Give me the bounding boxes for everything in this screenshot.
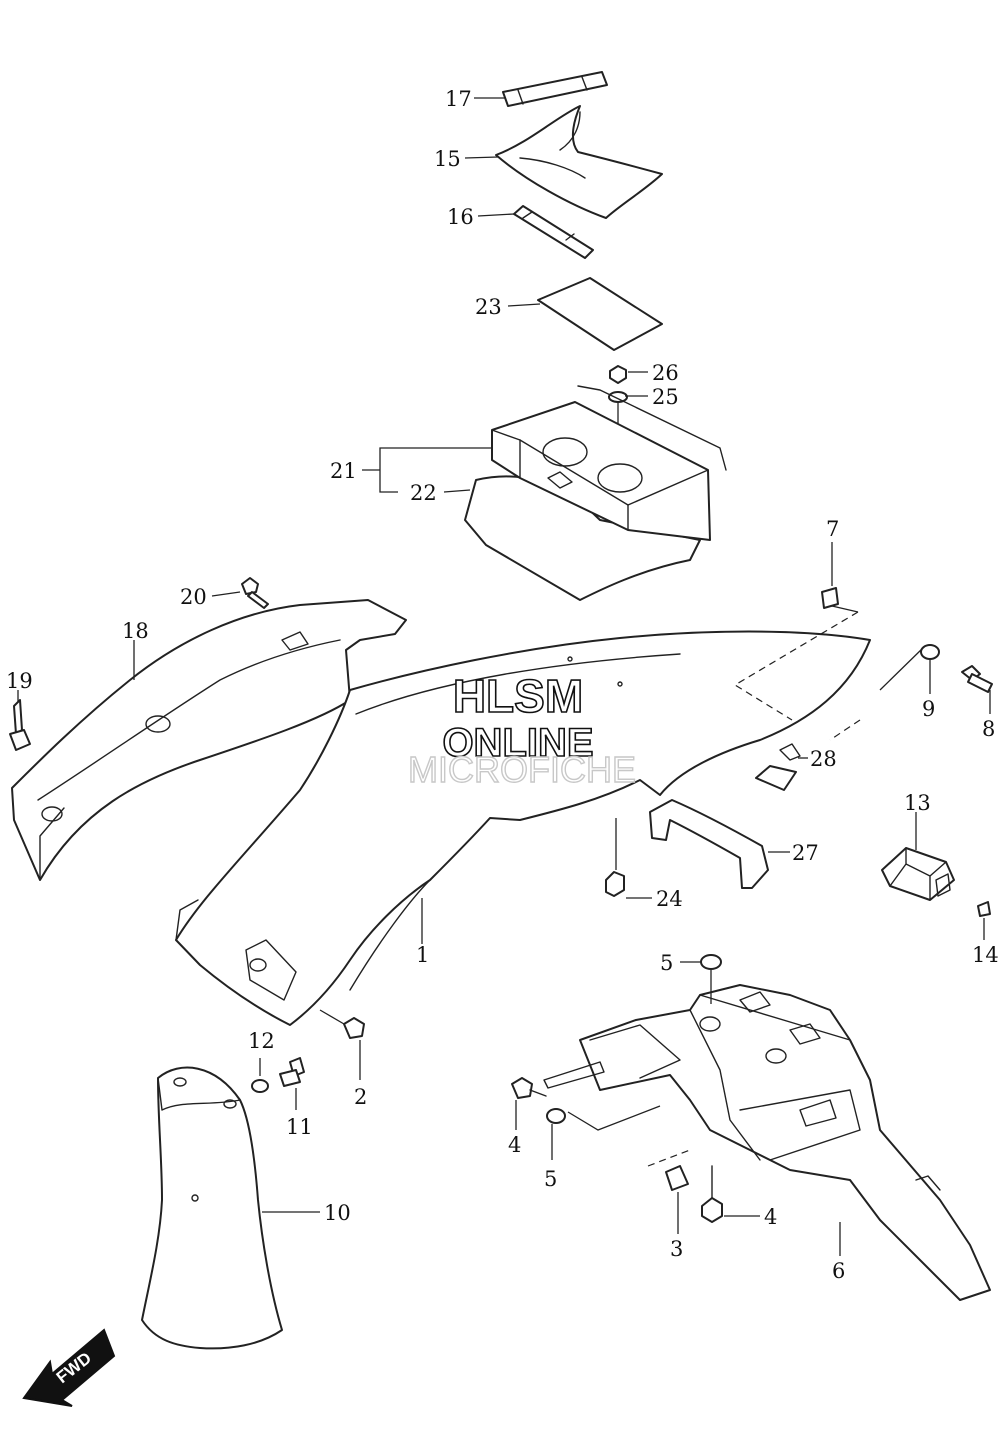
callout-18: 18 — [122, 619, 149, 643]
callout-21: 21 — [330, 459, 357, 483]
callout-7: 7 — [826, 517, 839, 541]
part-bolt-19 — [9, 699, 31, 751]
callout-27: 27 — [792, 841, 819, 865]
part-tool-bag — [495, 105, 663, 219]
part-bolt-8 — [961, 665, 993, 714]
callout-2: 2 — [354, 1085, 367, 1109]
callout-8: 8 — [982, 717, 995, 741]
part-label-plate — [537, 277, 663, 351]
part-strap — [502, 71, 608, 107]
callout-22: 22 — [410, 481, 437, 505]
watermark-line-3: MICROFICHE — [408, 749, 636, 790]
part-side-cover — [11, 599, 407, 881]
callout-4-lower: 4 — [764, 1205, 777, 1229]
callout-23: 23 — [475, 295, 502, 319]
callout-12: 12 — [248, 1029, 275, 1053]
part-clip-3 — [647, 1149, 691, 1234]
part-washer-9 — [920, 644, 940, 694]
callout-13: 13 — [904, 791, 931, 815]
callout-labels: 17 15 16 23 26 25 21 22 7 20 18 19 9 8 2… — [6, 87, 999, 1283]
part-bolt-11 — [279, 1057, 305, 1110]
callout-15: 15 — [434, 147, 461, 171]
callout-5-lower: 5 — [544, 1167, 557, 1191]
assembly-guide-lines — [733, 605, 926, 741]
callout-9: 9 — [922, 697, 935, 721]
callout-11: 11 — [286, 1115, 313, 1139]
part-pad — [755, 765, 797, 791]
part-clip-7 — [821, 542, 839, 609]
watermark: HLSM ONLINE MICROFICHE — [407, 669, 636, 791]
callout-16: 16 — [447, 205, 474, 229]
part-bolt-24 — [605, 818, 625, 897]
callout-6: 6 — [832, 1259, 845, 1283]
callout-26: 26 — [652, 361, 679, 385]
part-relay — [881, 847, 955, 901]
callout-20: 20 — [180, 585, 207, 609]
callout-leaders — [17, 97, 917, 1256]
part-tail-housing — [543, 984, 991, 1301]
callout-14: 14 — [972, 943, 999, 967]
fwd-arrow-icon: FWD — [22, 1328, 116, 1407]
watermark-line-1: HLSM — [453, 670, 583, 722]
callout-19: 19 — [6, 669, 33, 693]
part-bolt-4-left — [511, 1077, 547, 1130]
part-bracket — [649, 799, 769, 889]
part-tool-rod — [513, 205, 594, 259]
part-battery-holder — [464, 385, 727, 601]
callout-3: 3 — [670, 1237, 683, 1261]
callout-25: 25 — [652, 385, 679, 409]
callout-5-upper: 5 — [660, 951, 673, 975]
part-rear-fender — [175, 630, 871, 1026]
watermark-line-2: ONLINE — [442, 721, 593, 765]
callout-17: 17 — [445, 87, 472, 111]
part-mud-flap — [141, 1066, 283, 1350]
part-bolt-20 — [241, 577, 269, 609]
callout-24: 24 — [656, 887, 683, 911]
part-washer-12 — [251, 1058, 269, 1093]
part-screw-14 — [977, 901, 991, 940]
callout-28: 28 — [810, 747, 837, 771]
callout-10: 10 — [324, 1201, 351, 1225]
part-bolt-2 — [319, 1009, 365, 1080]
callout-4-left: 4 — [508, 1133, 521, 1157]
callout-1: 1 — [416, 943, 429, 967]
part-bolt-4-lower — [701, 1165, 723, 1223]
part-grommet-5-lower — [546, 1105, 661, 1160]
